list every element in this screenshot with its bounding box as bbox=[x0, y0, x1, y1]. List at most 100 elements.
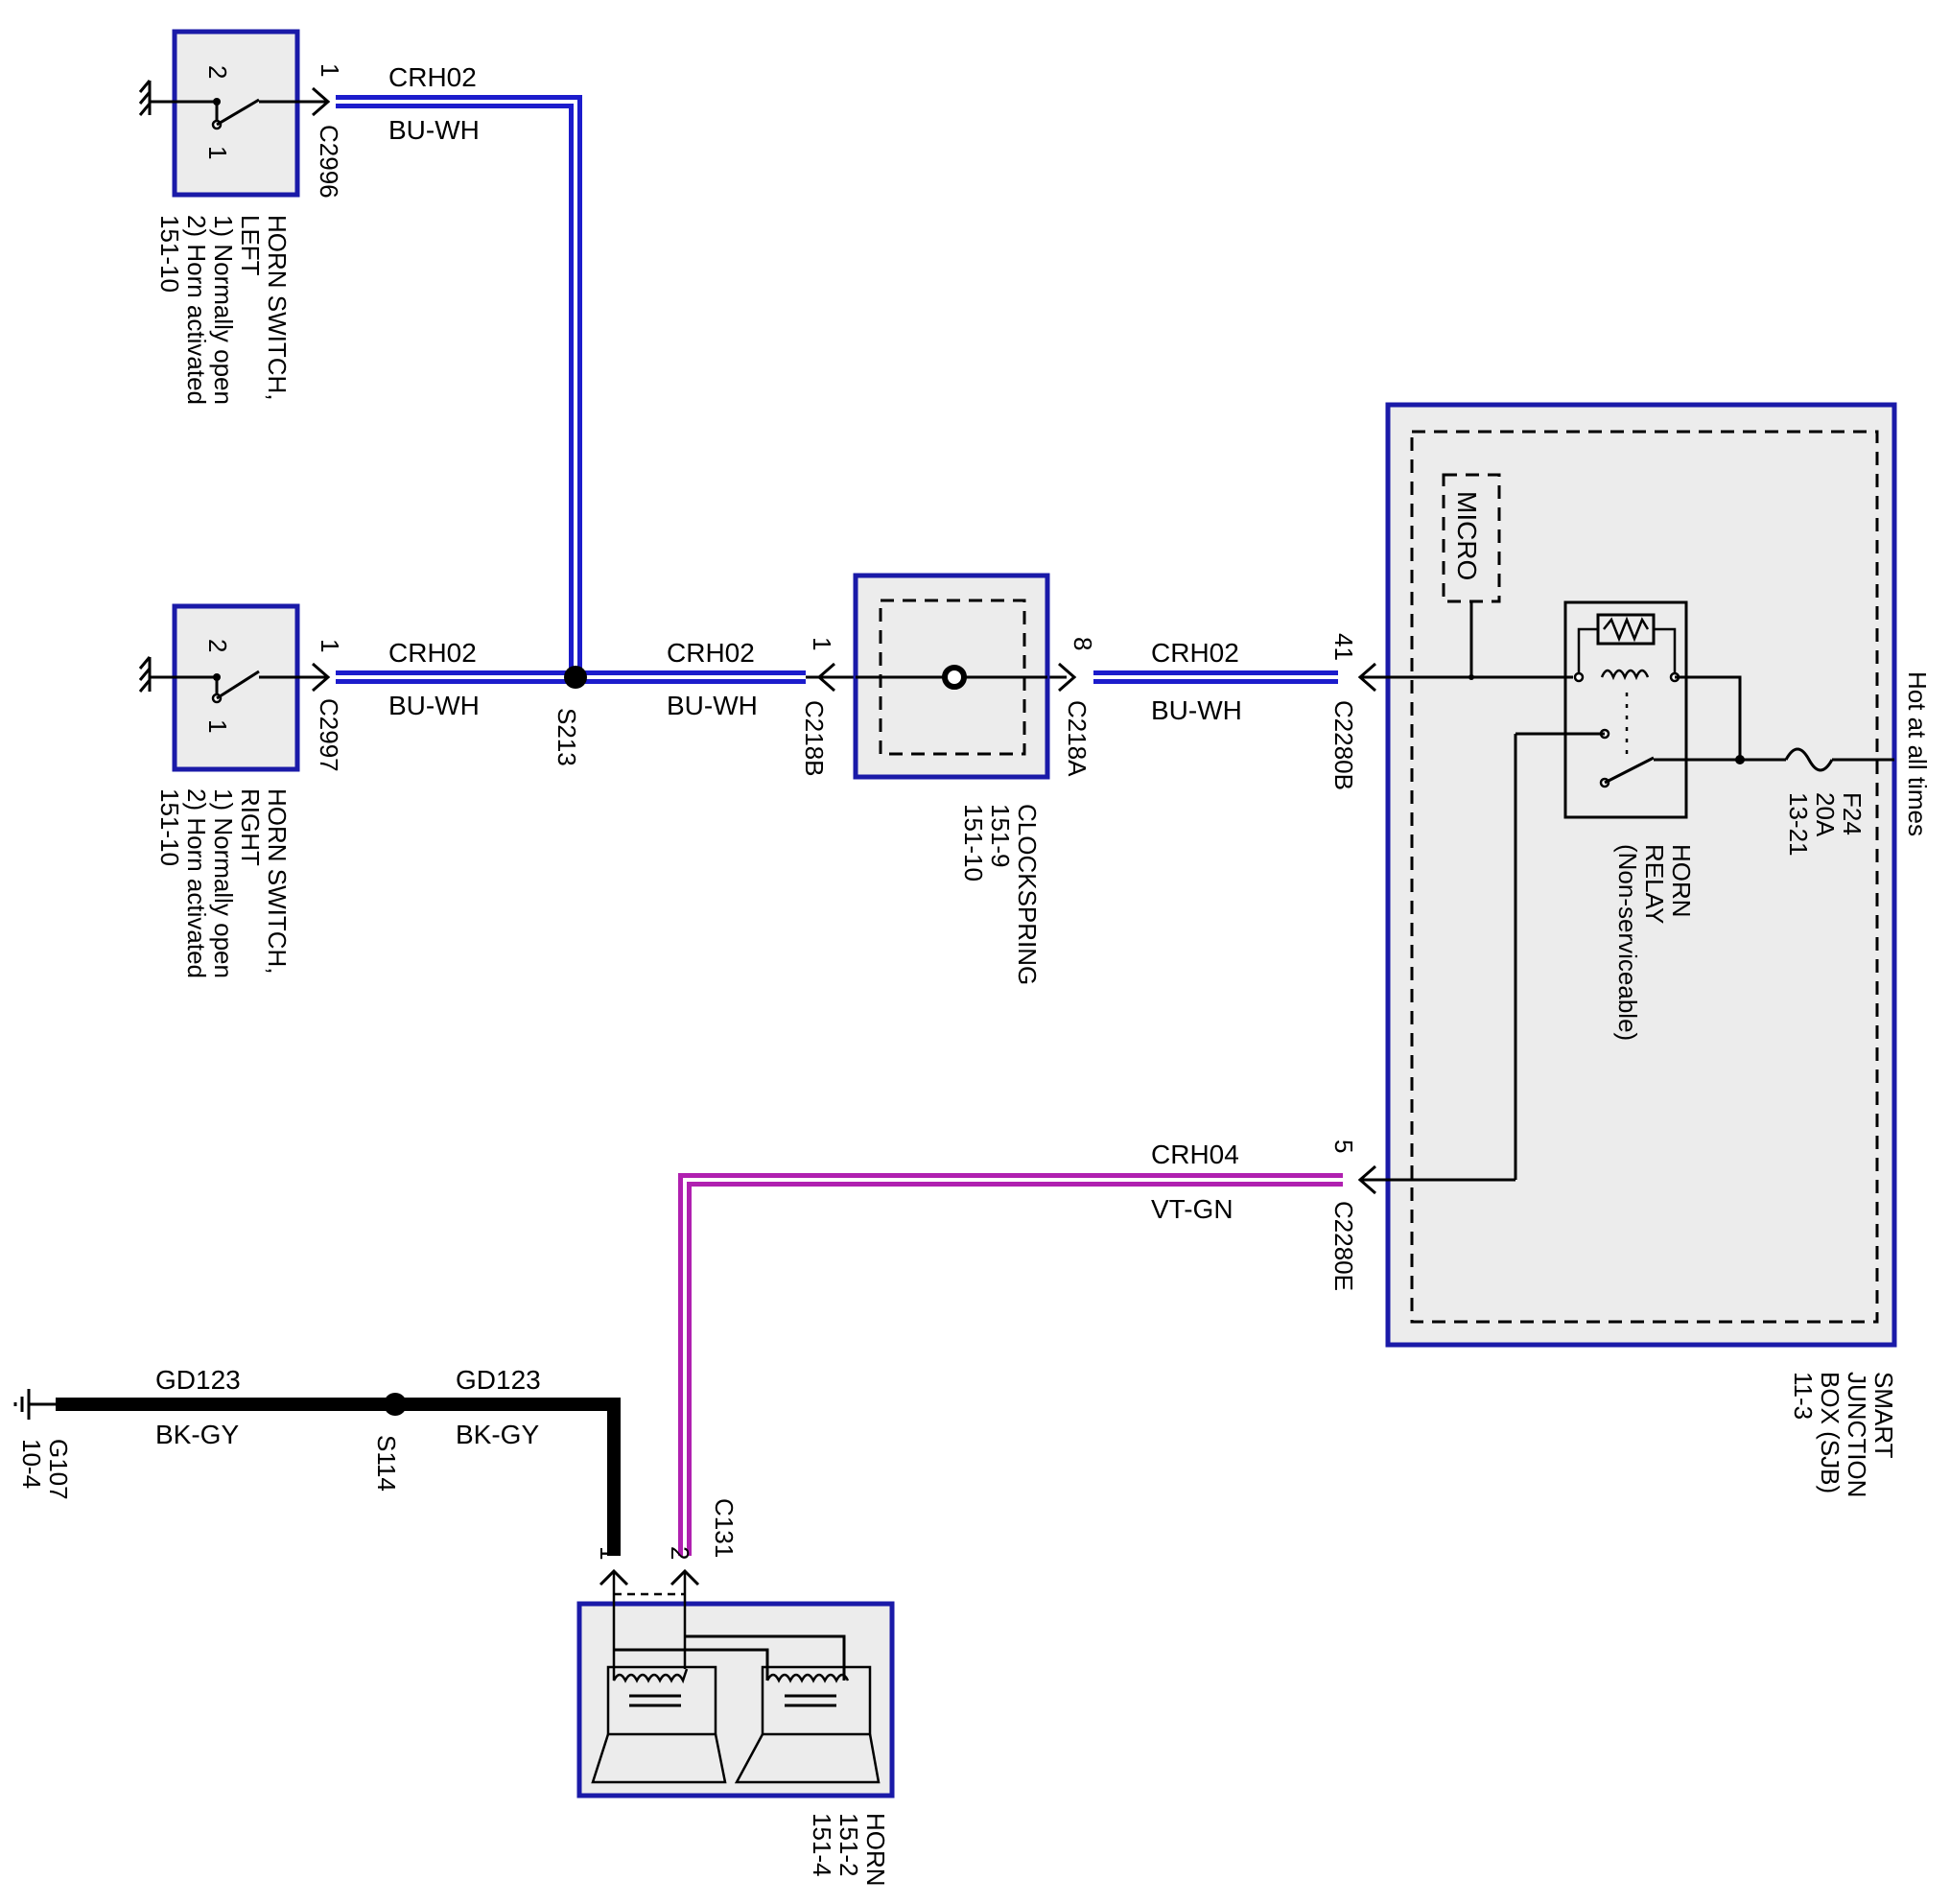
component-note: 2) Horn activated bbox=[182, 788, 211, 978]
wire-crh02-sjb: CRH02 BU-WH bbox=[1093, 638, 1338, 725]
pin-label: 1 bbox=[808, 637, 836, 650]
switch-contact-icon bbox=[216, 98, 260, 127]
splice-s213: S213 bbox=[552, 666, 587, 766]
smart-junction-box: MICRO HORN RELAY (Non-serviceable) bbox=[1329, 402, 1932, 1497]
component-note: 2) Horn activated bbox=[182, 215, 211, 405]
connector-label: C2996 bbox=[315, 125, 343, 199]
power-label: Hot at all times bbox=[1903, 671, 1932, 836]
relay-coil-icon bbox=[1600, 669, 1650, 681]
wire-crh02-left: CRH02 BU-WH bbox=[336, 62, 582, 671]
wire-circuit-label: GD123 bbox=[155, 1365, 241, 1395]
fuse-icon bbox=[1784, 747, 1834, 772]
relay-note: (Non-serviceable) bbox=[1613, 844, 1642, 1041]
horn-box bbox=[576, 1601, 895, 1798]
sjb-box bbox=[1385, 402, 1897, 1348]
connector-arrow-icon bbox=[1058, 662, 1077, 693]
component-name: SMART bbox=[1869, 1372, 1898, 1459]
relay-name: HORN bbox=[1667, 844, 1696, 918]
wire-color-label: BU-WH bbox=[388, 115, 480, 145]
horn-speaker-icon bbox=[591, 1650, 727, 1784]
splice-s114: S114 bbox=[372, 1393, 407, 1492]
component-name: HORN bbox=[861, 1813, 890, 1887]
resistor-icon bbox=[1603, 616, 1650, 643]
component-note: 1) Normally open bbox=[209, 788, 238, 978]
component-ref: 151-2 bbox=[834, 1813, 863, 1877]
component-ref: 151-4 bbox=[808, 1813, 836, 1877]
relay-name: RELAY bbox=[1640, 844, 1669, 924]
component-ref: 151-9 bbox=[986, 804, 1015, 868]
connector-label: C218A bbox=[1063, 700, 1092, 777]
fuse-name: F24 bbox=[1838, 792, 1867, 835]
component-name: BOX (SJB) bbox=[1816, 1372, 1844, 1493]
ground-name: G107 bbox=[44, 1439, 73, 1500]
wire-crh02-right: CRH02 BU-WH bbox=[336, 638, 574, 720]
chassis-ground-icon bbox=[138, 80, 152, 116]
connector-arrow-icon bbox=[1357, 662, 1376, 693]
component-ref: 151-10 bbox=[155, 215, 184, 293]
clockspring-icon bbox=[942, 665, 967, 690]
pin-label: 1 bbox=[316, 63, 344, 77]
pin-label: 5 bbox=[1329, 1140, 1358, 1153]
wire-circuit-label: CRH02 bbox=[388, 638, 477, 668]
pin-label: 1 bbox=[595, 1546, 623, 1560]
wire-circuit-label: CRH02 bbox=[1151, 638, 1239, 668]
wire-color-label: BU-WH bbox=[1151, 695, 1242, 725]
component-ref: 151-10 bbox=[959, 804, 988, 881]
fuse-ref: 13-21 bbox=[1784, 792, 1813, 857]
wire-circuit-label: CRH04 bbox=[1151, 1140, 1239, 1169]
pin-label: 2 bbox=[203, 65, 232, 79]
horn-speaker-icon bbox=[614, 1634, 881, 1784]
wire-color-label: BU-WH bbox=[667, 691, 758, 720]
wire-circuit-label: CRH02 bbox=[388, 62, 477, 92]
wire-circuit-label: CRH02 bbox=[667, 638, 755, 668]
connector-label: C131 bbox=[710, 1498, 739, 1558]
micro-label: MICRO bbox=[1452, 491, 1482, 580]
switch-contact-icon bbox=[216, 670, 260, 700]
wire-crh04: CRH04 VT-GN bbox=[678, 1140, 1343, 1556]
splice-label: S114 bbox=[372, 1435, 401, 1492]
horn: 1 2 C131 HORN 151-2 151-4 bbox=[576, 1498, 895, 1887]
pin-label: 8 bbox=[1069, 637, 1097, 650]
horn-switch-left: 2 1 1 C2996 HORN SWITCH, LEFT 1) Normall… bbox=[138, 29, 344, 405]
wire-color-label: BK-GY bbox=[456, 1420, 539, 1449]
component-name: CLOCKSPRING bbox=[1013, 804, 1042, 985]
component-note: 1) Normally open bbox=[209, 215, 238, 405]
connector-label: C218B bbox=[800, 700, 829, 777]
horn-switch-right: 2 1 1 C2997 HORN SWITCH, RIGHT 1) Normal… bbox=[138, 603, 344, 978]
connector-arrow-icon bbox=[1357, 1164, 1376, 1195]
connector-arrow-icon bbox=[312, 662, 331, 693]
fuse-rating: 20A bbox=[1811, 792, 1840, 837]
connector-label: C2280E bbox=[1329, 1201, 1358, 1291]
pin-label: 2 bbox=[203, 639, 232, 652]
connector-arrow-icon bbox=[816, 662, 835, 693]
splice-label: S213 bbox=[552, 708, 581, 766]
relay-switch-icon bbox=[1604, 756, 1655, 785]
component-ref: 11-3 bbox=[1789, 1372, 1818, 1420]
component-name: LEFT bbox=[236, 215, 265, 276]
connector-arrow-icon bbox=[312, 86, 331, 117]
pin-label: 2 bbox=[666, 1546, 694, 1560]
component-name: JUNCTION bbox=[1843, 1372, 1871, 1497]
pin-label: 41 bbox=[1329, 633, 1358, 661]
component-name: RIGHT bbox=[236, 788, 265, 866]
component-name: HORN SWITCH, bbox=[263, 215, 292, 401]
pin-label: 1 bbox=[316, 639, 344, 652]
chassis-ground-icon bbox=[138, 656, 152, 693]
pin-label: 1 bbox=[203, 146, 232, 159]
wire-gd123-2: GD123 BK-GY bbox=[395, 1365, 621, 1556]
horn-relay-box bbox=[1563, 600, 1688, 819]
wire-color-label: BK-GY bbox=[155, 1420, 239, 1449]
wire-color-label: VT-GN bbox=[1151, 1194, 1233, 1224]
clockspring: 1 C218B 8 C218A CLOCKSPRING 151-9 151-10 bbox=[800, 573, 1097, 985]
wire-crh02-mid: CRH02 BU-WH bbox=[576, 638, 806, 720]
ground-ref: 10-4 bbox=[17, 1439, 46, 1489]
component-ref: 151-10 bbox=[155, 788, 184, 866]
connector-label: C2997 bbox=[315, 698, 343, 772]
component-name: HORN SWITCH, bbox=[263, 788, 292, 975]
wire-gd123-1: GD123 BK-GY bbox=[56, 1365, 395, 1449]
wire-color-label: BU-WH bbox=[388, 691, 480, 720]
connector-label: C2280B bbox=[1329, 700, 1358, 790]
wire-circuit-label: GD123 bbox=[456, 1365, 541, 1395]
pin-label: 1 bbox=[203, 719, 232, 733]
ground-g107: G107 10-4 bbox=[13, 1389, 73, 1500]
